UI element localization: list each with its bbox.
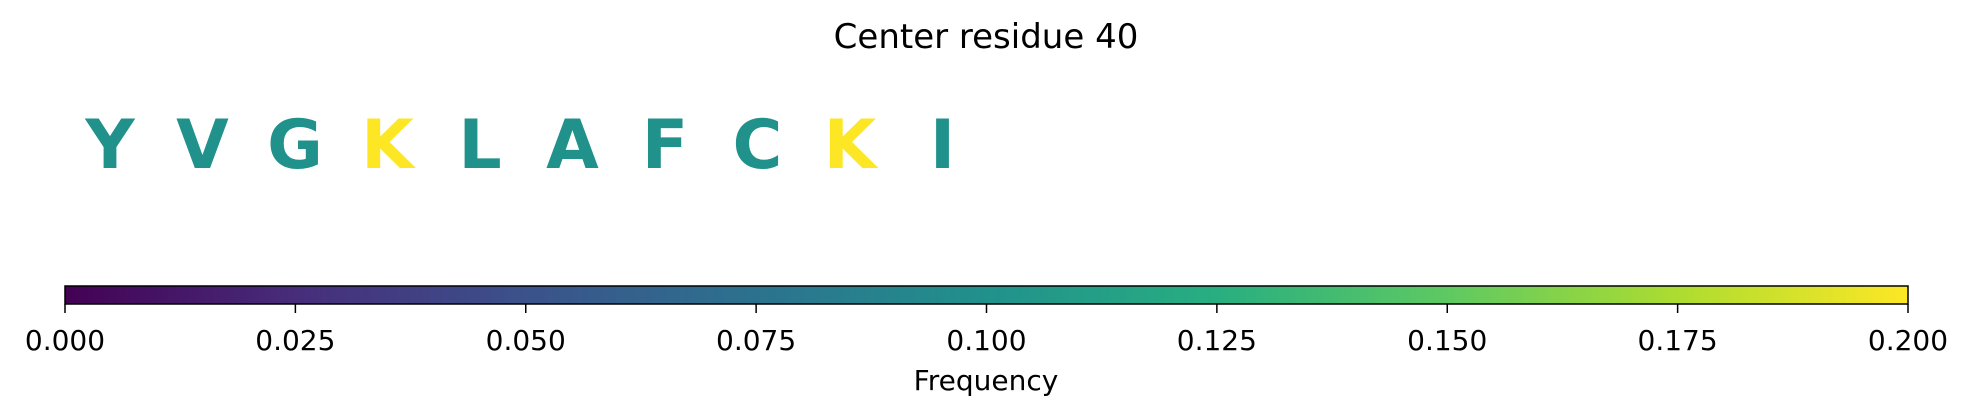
residue-letter: K <box>361 106 416 185</box>
chart-title: Center residue 40 <box>834 17 1139 57</box>
colorbar-tick-label: 0.050 <box>486 324 566 357</box>
residue-letter: K <box>824 106 879 185</box>
residue-letter: A <box>546 106 599 185</box>
colorbar-tick-label: 0.000 <box>25 324 105 357</box>
residue-letter: F <box>642 106 688 185</box>
colorbar-tick-label: 0.025 <box>255 324 335 357</box>
colorbar-axis: 0.000 0.025 0.050 0.075 0.100 0.125 0.150 0.175… <box>25 304 1948 357</box>
colorbar-tick-label: 0.125 <box>1177 324 1257 357</box>
colorbar-tick-label: 0.200 <box>1868 324 1948 357</box>
colorbar-tick-label: 0.100 <box>946 324 1026 357</box>
residue-letter: L <box>458 106 501 185</box>
colorbar-label: Frequency <box>914 364 1059 397</box>
colorbar-tick-label: 0.075 <box>716 324 796 357</box>
residue-letter: V <box>176 106 229 185</box>
colorbar <box>64 285 1909 305</box>
residue-letter: C <box>733 106 783 185</box>
residue-letter: G <box>267 106 323 185</box>
residue-letter: Y <box>84 106 135 185</box>
residue-letter: I <box>930 106 955 185</box>
colorbar-tick-label: 0.150 <box>1407 324 1487 357</box>
colorbar-tick-label: 0.175 <box>1638 324 1718 357</box>
